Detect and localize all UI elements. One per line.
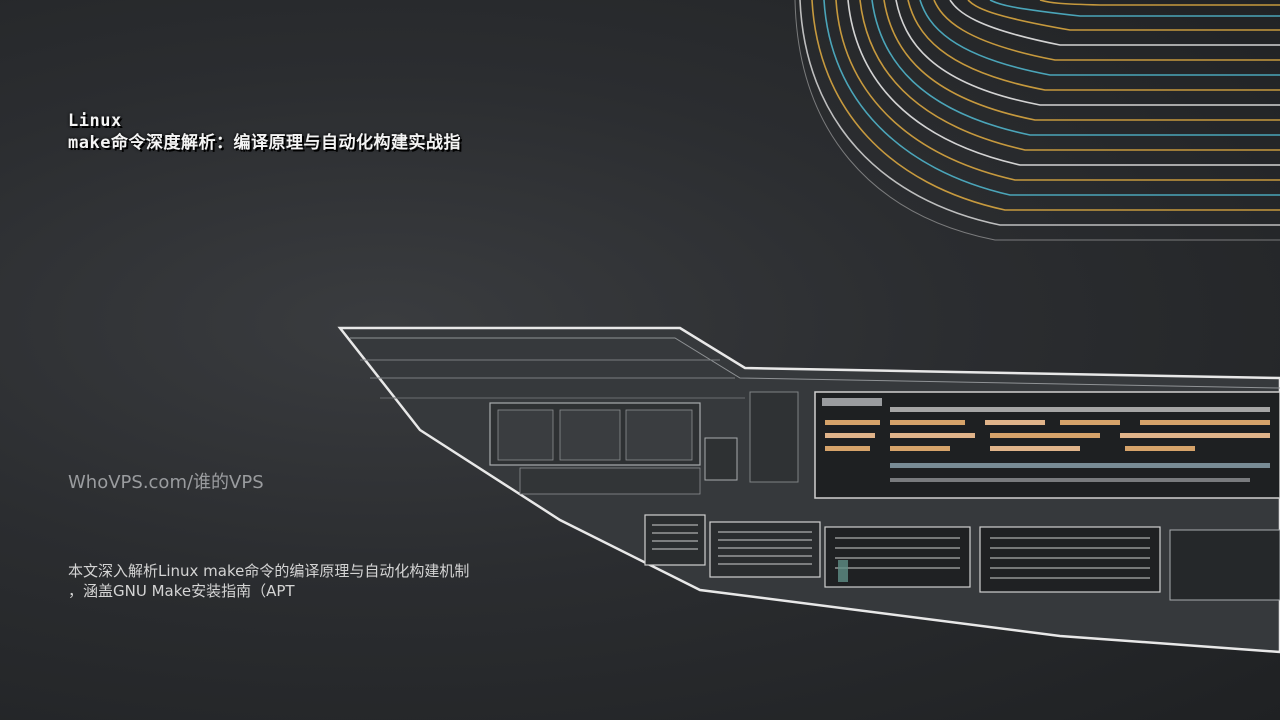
description-line-1: 本文深入解析Linux make命令的编译原理与自动化构建机制	[68, 562, 470, 580]
page-title: Linux make命令深度解析：编译原理与自动化构建实战指	[68, 110, 461, 154]
circuit-lines-outer	[794, 0, 1280, 241]
circuit-lines	[799, 0, 1280, 226]
description-line-2: ，涵盖GNU Make安装指南（APT	[68, 582, 295, 600]
title-line-1: Linux	[68, 111, 122, 131]
description: 本文深入解析Linux make命令的编译原理与自动化构建机制 ，涵盖GNU M…	[68, 561, 568, 601]
title-line-2: make命令深度解析：编译原理与自动化构建实战指	[68, 133, 461, 153]
machine-panel	[337, 326, 1280, 654]
site-name: WhoVPS.com/谁的VPS	[68, 472, 264, 493]
